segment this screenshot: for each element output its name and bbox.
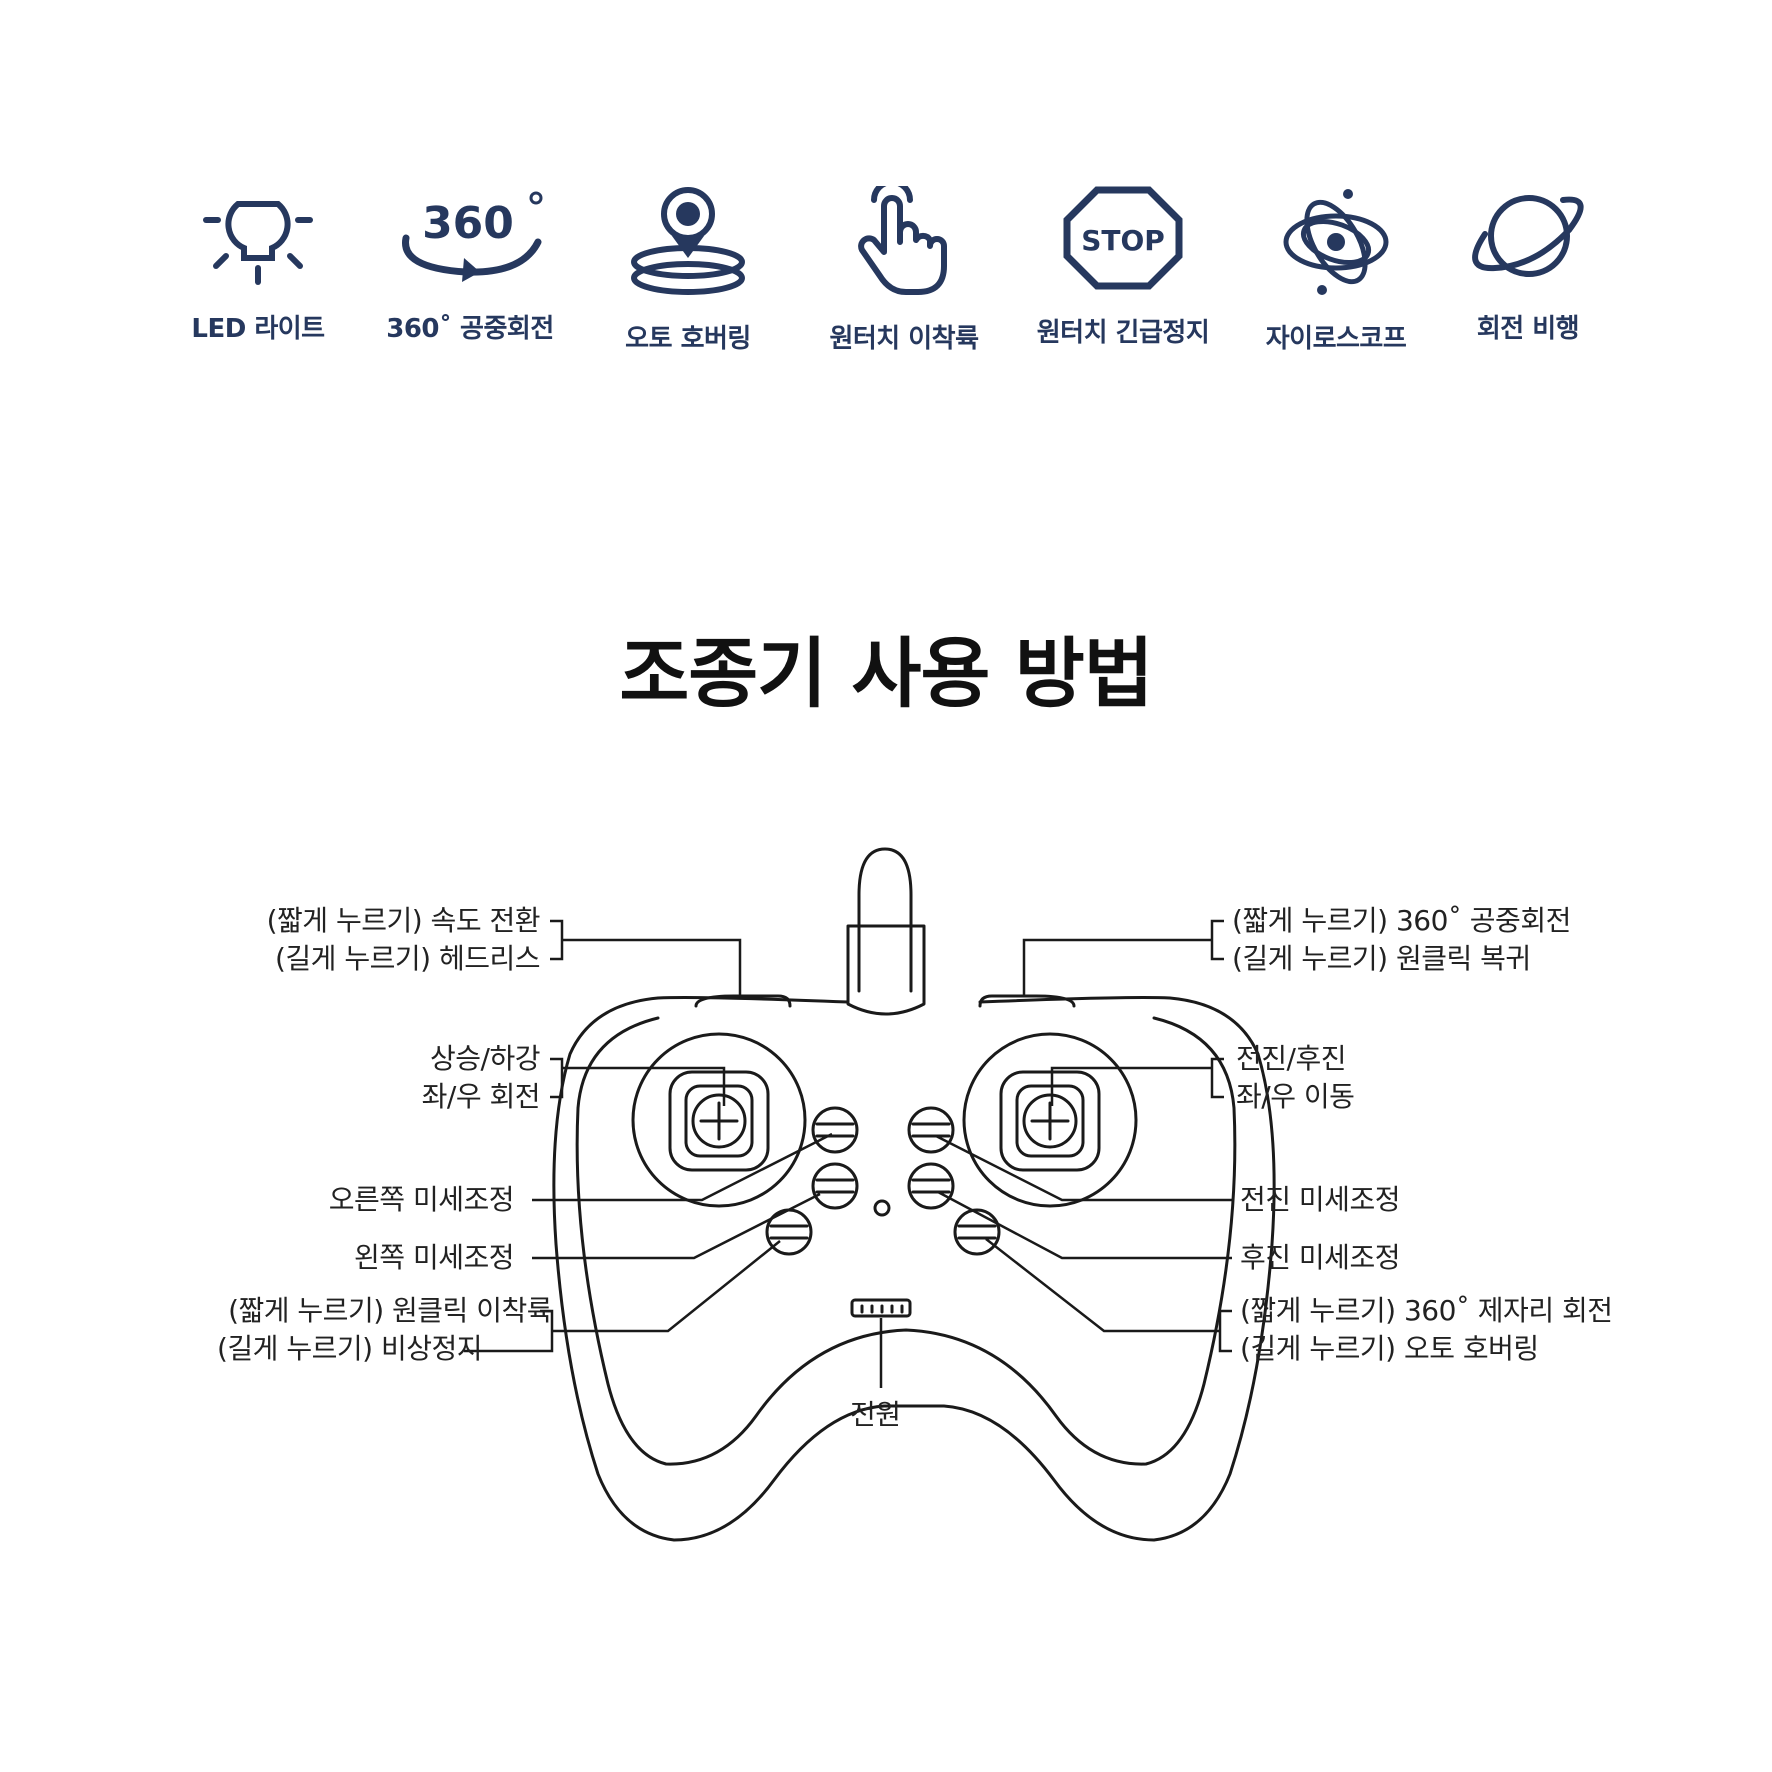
feature-360-rotation: 360 360˚ 공중회전 xyxy=(375,186,565,345)
right-stick-ring xyxy=(962,1032,1138,1208)
leader-left-bottom xyxy=(464,1240,781,1353)
left-trim-button xyxy=(811,1162,859,1210)
gyroscope-icon xyxy=(1283,189,1389,295)
rotation-360-icon: 360 xyxy=(402,191,543,282)
label-right-bottom-button: (짧게 누르기) 360˚ 제자리 회전 (길게 누르기) 오토 호버링 xyxy=(1240,1294,1613,1365)
label-left-bottom-button: (짧게 누르기) 원클릭 이착륙 (길게 누르기) 비상정지 xyxy=(217,1294,553,1365)
antenna-base xyxy=(846,924,926,1016)
feature-label: 오토 호버링 xyxy=(625,324,751,354)
feature-label: 원터치 이착륙 xyxy=(829,324,979,354)
label-left-trim: 왼쪽 미세조정 xyxy=(354,1241,514,1274)
label-power: 전원 xyxy=(850,1398,901,1431)
leader-left-trim xyxy=(532,1192,821,1260)
power-switch xyxy=(850,1298,912,1318)
one-touch-landing-icon xyxy=(858,186,947,295)
leader-left-stick xyxy=(550,1057,726,1106)
controller-body xyxy=(552,996,1276,1542)
feature-one-touch-landing: 원터치 이착륙 xyxy=(809,186,999,355)
feature-rotation-flight: 회전 비행 xyxy=(1433,186,1623,345)
leader-forward-trim xyxy=(935,1134,1232,1202)
feature-label: 360˚ 공중회전 xyxy=(386,314,554,344)
svg-text:360: 360 xyxy=(422,198,514,249)
leader-left-shoulder xyxy=(550,919,742,996)
feature-label: 자이로스코프 xyxy=(1265,324,1407,354)
stop-sign-icon: STOP xyxy=(1063,186,1183,290)
left-stick-pad xyxy=(668,1070,770,1172)
right-trim-button xyxy=(811,1106,859,1154)
backward-trim-button xyxy=(907,1162,955,1210)
right-stick xyxy=(1022,1093,1078,1149)
feature-emergency-stop: STOP 원터치 긴급정지 xyxy=(1028,186,1218,349)
forward-trim-button xyxy=(907,1106,955,1154)
label-right-stick: 전진/후진 좌/우 이동 xyxy=(1236,1042,1355,1113)
left-stick xyxy=(691,1093,747,1149)
label-forward-trim: 전진 미세조정 xyxy=(1240,1183,1400,1216)
leader-right-shoulder xyxy=(1022,919,1224,996)
label-left-shoulder: (짧게 누르기) 속도 전환 (길게 누르기) 헤드리스 xyxy=(266,904,541,975)
right-stick-pad xyxy=(999,1070,1101,1172)
indicator-led xyxy=(873,1199,891,1217)
leader-right-trim xyxy=(532,1132,833,1202)
left-stick-ring xyxy=(631,1032,807,1208)
leader-right-bottom xyxy=(985,1238,1232,1353)
section-title: 조종기 사용 방법 xyxy=(619,629,1153,718)
feature-label: 원터치 긴급정지 xyxy=(1036,318,1210,348)
label-backward-trim: 후진 미세조정 xyxy=(1240,1241,1400,1274)
led-light-icon xyxy=(203,201,313,285)
label-right-shoulder: (짧게 누르기) 360˚ 공중회전 (길게 누르기) 원클릭 복귀 xyxy=(1232,904,1571,975)
feature-auto-hover: 오토 호버링 xyxy=(593,186,783,355)
leader-backward-trim xyxy=(937,1190,1232,1260)
feature-gyroscope: 자이로스코프 xyxy=(1241,186,1431,355)
svg-text:STOP: STOP xyxy=(1081,224,1165,257)
label-right-trim: 오른쪽 미세조정 xyxy=(328,1183,515,1216)
antenna xyxy=(857,847,913,993)
feature-led-light: LED 라이트 xyxy=(163,186,353,345)
planet-icon xyxy=(1472,195,1584,277)
feature-label: LED 라이트 xyxy=(191,314,325,344)
auto-hover-icon xyxy=(631,187,745,295)
feature-label: 회전 비행 xyxy=(1476,314,1580,344)
label-left-stick: 상승/하강 좌/우 회전 xyxy=(421,1042,541,1113)
leader-right-stick xyxy=(1050,1057,1224,1106)
right-bottom-button xyxy=(953,1208,1001,1256)
